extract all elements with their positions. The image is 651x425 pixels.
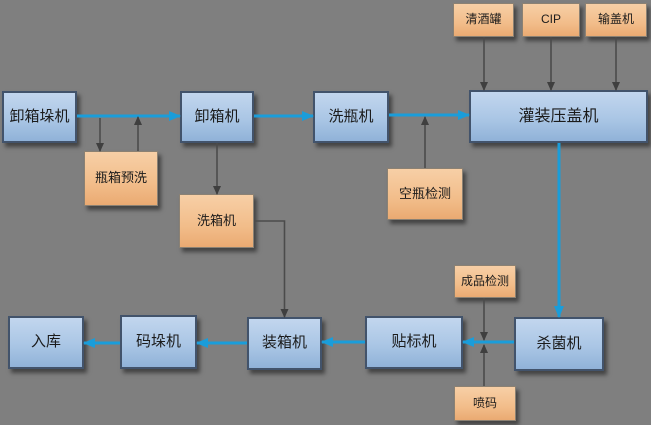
node-warehousing: 入库 <box>8 316 84 369</box>
node-sake-tank: 清酒罐 <box>453 3 514 37</box>
node-case-packer: 装箱机 <box>247 317 322 370</box>
node-cip: CIP <box>522 3 580 37</box>
node-crate-prewash: 瓶箱预洗 <box>84 151 158 206</box>
node-inkjet-coding: 喷码 <box>454 386 516 421</box>
node-filler-capper: 灌装压盖机 <box>469 90 648 143</box>
node-palletizer: 码垛机 <box>120 315 197 369</box>
node-crate-washer: 洗箱机 <box>179 194 254 248</box>
node-labeler: 贴标机 <box>365 316 463 369</box>
node-bottle-washer: 洗瓶机 <box>313 91 389 143</box>
node-empty-bottle-inspection: 空瓶检测 <box>387 168 463 220</box>
node-unstacker: 卸箱垛机 <box>2 91 77 143</box>
node-sterilizer: 杀菌机 <box>514 317 604 371</box>
node-finished-product-inspection: 成品检测 <box>454 265 516 298</box>
node-decaser: 卸箱机 <box>180 91 254 143</box>
connector-cratewasher-casepacker <box>254 220 289 318</box>
node-cap-feeder: 输盖机 <box>585 3 647 37</box>
